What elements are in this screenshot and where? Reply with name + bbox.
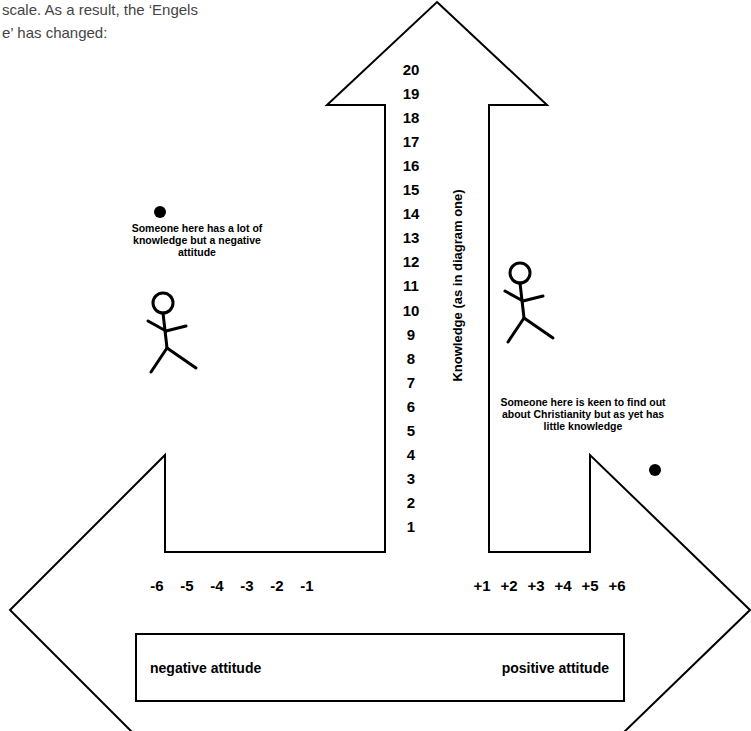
scale-number: 15 xyxy=(403,182,420,198)
scale-number: -4 xyxy=(210,578,223,594)
axis-arrows xyxy=(10,2,750,731)
scale-number: +5 xyxy=(581,578,598,594)
scale-number: 20 xyxy=(403,62,420,78)
axis-label: Knowledge (as in diagram one) xyxy=(449,189,464,381)
scale-number: -3 xyxy=(240,578,253,594)
callout-note: Someone here is keen to find out about C… xyxy=(499,396,667,432)
position-dot xyxy=(649,464,661,476)
page-text: scale. As a result, the ‘Engels xyxy=(2,1,198,18)
scale-number: 12 xyxy=(403,254,420,270)
scale-number: 14 xyxy=(403,206,420,222)
scale-number: 18 xyxy=(403,110,420,126)
attitude-label: positive attitude xyxy=(502,660,609,676)
scale-number: 13 xyxy=(403,230,420,246)
scale-number: 5 xyxy=(407,423,415,439)
scale-number: 9 xyxy=(407,327,415,343)
scale-number: -1 xyxy=(300,578,313,594)
scale-number: 2 xyxy=(407,495,415,511)
scale-number: +3 xyxy=(527,578,544,594)
scale-number: 16 xyxy=(403,158,420,174)
page-text: e’ has changed: xyxy=(2,24,107,41)
position-dot xyxy=(154,206,166,218)
scale-number: +2 xyxy=(500,578,517,594)
scale-number: 3 xyxy=(407,471,415,487)
scale-number: 1 xyxy=(407,519,415,535)
scale-number: 17 xyxy=(403,134,420,150)
scale-number: +4 xyxy=(554,578,571,594)
scale-number: 4 xyxy=(407,447,415,463)
scale-number: +1 xyxy=(473,578,490,594)
scale-number: 10 xyxy=(403,303,420,319)
scale-number: +6 xyxy=(608,578,625,594)
scale-number: 6 xyxy=(407,399,415,415)
attitude-label: negative attitude xyxy=(150,660,261,676)
scale-number: -6 xyxy=(150,578,163,594)
stick-figure xyxy=(505,263,553,342)
attitude-box: negative attitude positive attitude xyxy=(135,633,625,702)
scale-number: -5 xyxy=(180,578,193,594)
callout-note: Someone here has a lot of knowledge but … xyxy=(122,222,272,258)
scale-number: 19 xyxy=(403,86,420,102)
scale-number: 8 xyxy=(407,351,415,367)
scale-number: 11 xyxy=(403,278,419,294)
scale-number: -2 xyxy=(270,578,283,594)
stick-figure xyxy=(148,293,196,372)
scale-number: 7 xyxy=(407,375,415,391)
